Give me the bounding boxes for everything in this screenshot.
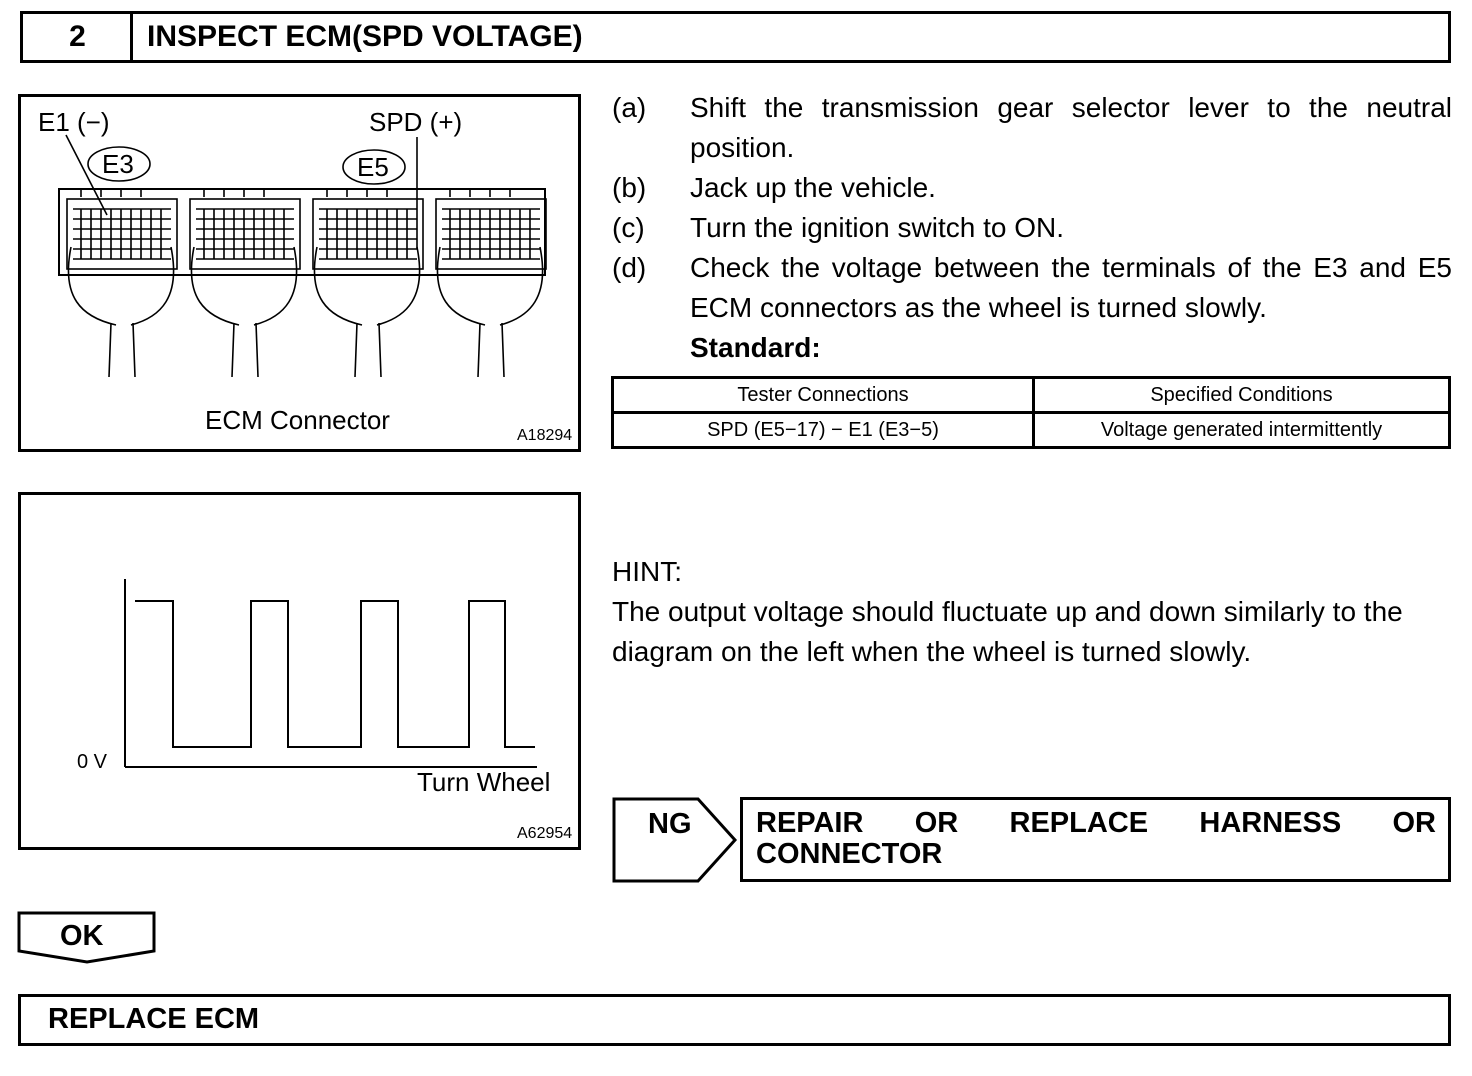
connector-blocks [66,188,547,270]
hint-text: The output voltage should fluctuate up a… [612,596,1403,667]
ng-word: OR [1392,807,1437,839]
ng-action-line-1: REPAIR OR REPLACE HARNESS OR [756,808,1436,839]
step-text: Turn the ignition switch to ON. [690,212,1065,243]
figure-caption: ECM Connector [205,405,390,435]
step-label: (b) [612,172,647,203]
connector-e5-label: E5 [357,152,389,182]
step-text: Check the voltage between the terminals … [690,252,1452,323]
ng-word: REPLACE [1009,807,1149,839]
step-label: (c) [612,212,645,243]
ng-label: NG [648,808,692,840]
table-header-row: Tester Connections Specified Conditions [611,376,1451,414]
step-number: 2 [20,11,132,63]
spd-terminal-label: SPD (+) [369,107,463,137]
result-box [18,994,1451,1046]
header-tester-connections: Tester Connections [611,376,1035,414]
header-specified-conditions: Specified Conditions [1032,376,1451,414]
connector-e3-label: E3 [102,149,134,179]
square-wave [135,600,535,748]
page-title: INSPECT ECM(SPD VOLTAGE) [130,11,1451,63]
ok-arrow-tab [17,911,156,964]
cell-tester-connection: SPD (E5−17) − E1 (E3−5) [611,411,1035,449]
ng-word: OR [914,807,959,839]
figure-id: A62954 [517,825,573,842]
voltage-waveform [124,579,537,768]
hint-title: HINT: [612,556,682,587]
step-label: (d) [612,252,647,283]
cell-specified-condition: Voltage generated intermittently [1032,411,1451,449]
ng-arrow-box [612,797,738,883]
figure-id: A18294 [517,427,573,444]
x-axis-label: Turn Wheel [417,767,551,797]
ng-action-box [740,797,1451,882]
ng-action-line-2: CONNECTOR [756,838,943,870]
table-row: SPD (E5−17) − E1 (E3−5) Voltage generate… [611,411,1451,449]
standard-label: Standard: [690,332,821,363]
ecm-connector-illustration [58,134,547,378]
step-text: Shift the transmission gear selector lev… [690,92,1452,163]
step-text: Jack up the vehicle. [690,172,936,203]
ok-label: OK [60,920,104,952]
wire-harnesses [67,246,544,378]
ecm-connector-figure: E1 (−) SPD (+) E3 E5 ECM Connector A1829… [18,94,581,452]
ng-word: REPAIR [756,807,864,839]
waveform-figure: 0 V Turn Wheel A62954 [18,492,581,850]
e1-terminal-label: E1 (−) [38,107,110,137]
step-label: (a) [612,92,647,123]
result-text: REPLACE ECM [48,1003,260,1035]
specification-table: Tester Connections Specified Conditions … [611,376,1451,449]
ng-word: HARNESS [1199,807,1342,839]
zero-volt-label: 0 V [77,751,108,773]
